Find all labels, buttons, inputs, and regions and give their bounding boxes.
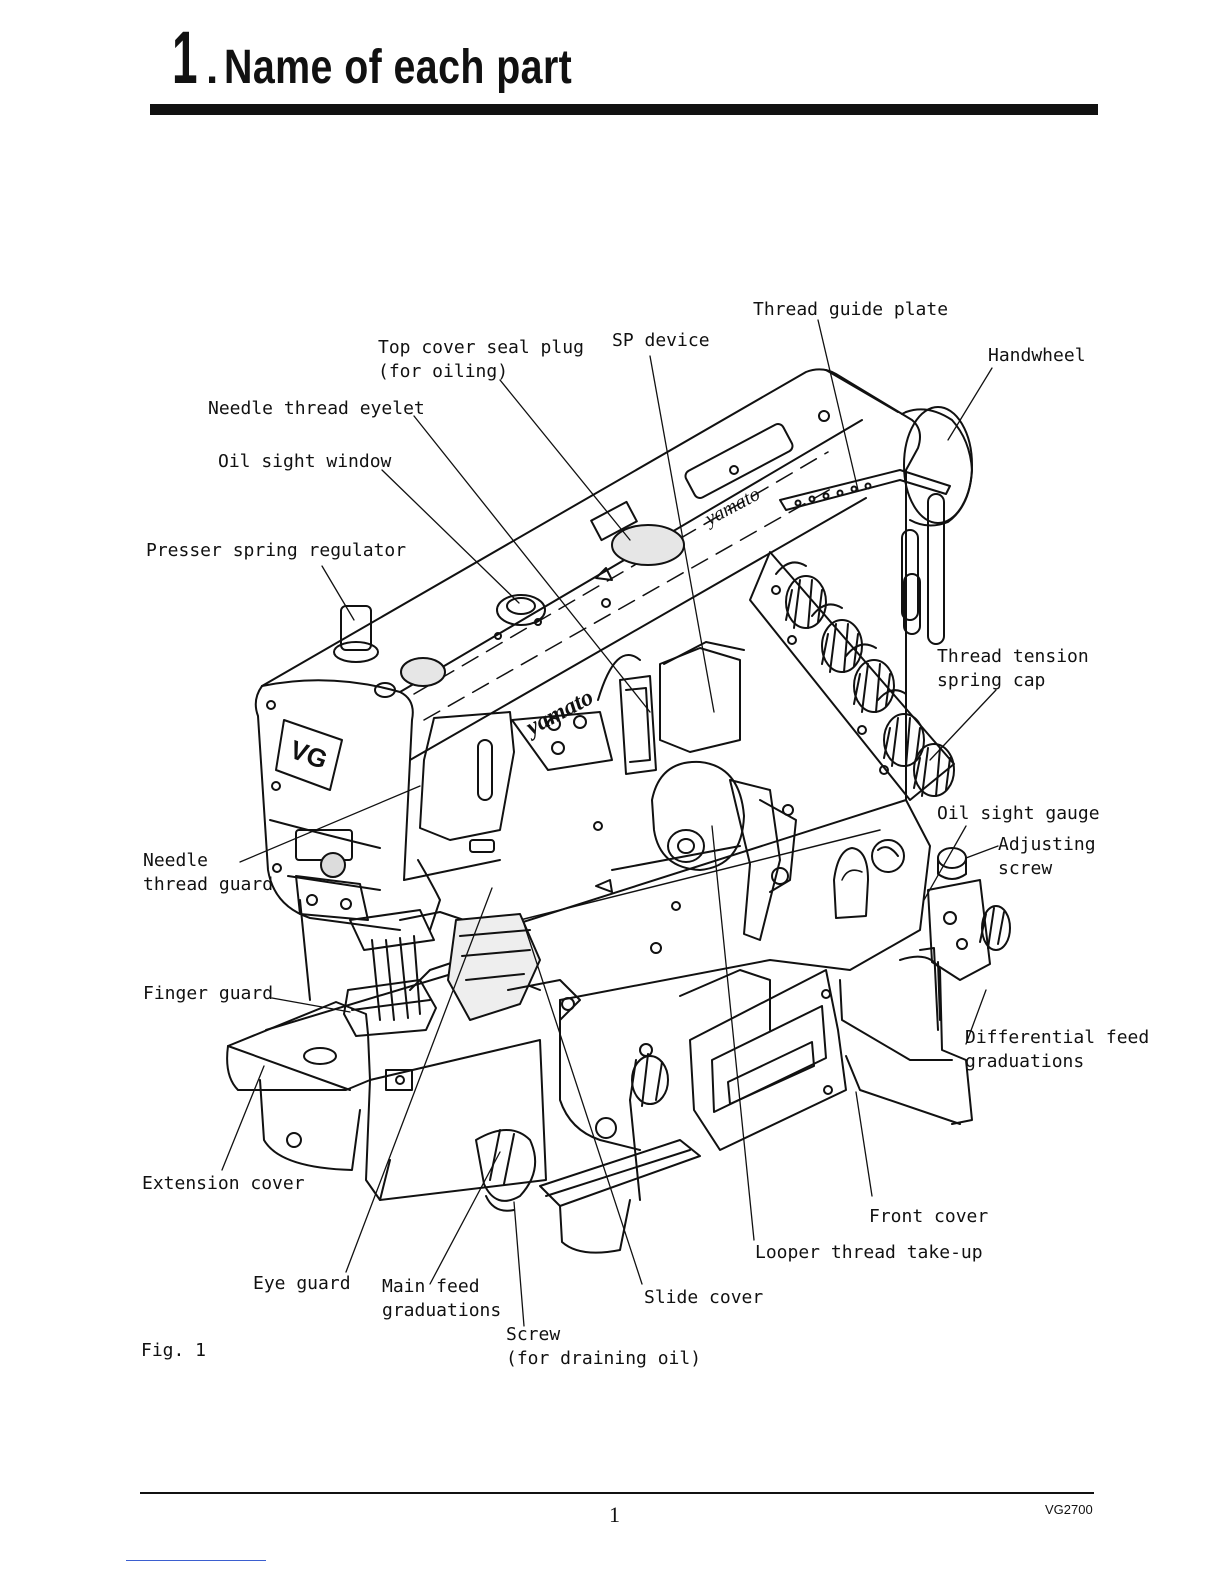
leader-oil-sight-window — [381, 469, 520, 604]
section-number: 1 — [172, 16, 198, 99]
label-finger-guard: Finger guard — [143, 983, 274, 1004]
label-looper-thread-take-up: Looper thread take-up — [755, 1242, 983, 1263]
looper-take-up — [651, 760, 797, 941]
face-brand-logo: yamato — [519, 684, 597, 742]
leader-eye-guard — [345, 887, 493, 1273]
thread-guide-plate — [779, 469, 951, 645]
face-plate — [275, 719, 369, 921]
page-number: 1 — [609, 1502, 620, 1527]
label-extension-cover: Extension cover — [142, 1173, 305, 1194]
label-adjusting-screw: Adjusting screw — [998, 834, 1096, 879]
label-presser-spring-regulator: Presser spring regulator — [146, 540, 407, 561]
figure-caption: Fig. 1 — [141, 1340, 207, 1361]
label-handwheel: Handwheel — [988, 345, 1086, 366]
leader-top-cover-seal-plug — [499, 379, 631, 541]
label-slide-cover: Slide cover — [644, 1287, 764, 1308]
finger-guard — [343, 911, 581, 1212]
title-rule — [150, 104, 1098, 115]
leader-looper-thread-take-up — [711, 825, 755, 1241]
leader-differential-feed — [965, 989, 987, 1045]
section-dot: . — [206, 44, 219, 93]
label-oil-sight-window: Oil sight window — [218, 451, 392, 472]
machine-arm — [254, 368, 921, 1001]
leader-lines — [221, 319, 999, 1327]
needle-mechanism — [349, 641, 745, 1021]
model-code: VG2700 — [1045, 1502, 1093, 1517]
tension-assembly — [749, 551, 955, 801]
label-screw-draining-oil: Screw (for draining oil) — [506, 1324, 702, 1369]
footer-rule — [140, 1492, 1094, 1494]
label-differential-feed-graduations: Differential feed graduations — [965, 1027, 1150, 1072]
label-main-feed-graduations: Main feed graduations — [382, 1276, 502, 1321]
label-top-cover-seal-plug: Top cover seal plug (for oiling) — [378, 337, 584, 382]
leader-adjusting-screw — [965, 845, 999, 859]
label-front-cover: Front cover — [869, 1206, 989, 1227]
slide-cover — [539, 1043, 701, 1254]
section-title: Name of each part — [224, 41, 573, 94]
leader-thread-guide-plate — [817, 319, 859, 491]
leader-needle-thread-eyelet — [413, 415, 651, 713]
label-oil-sight-gauge: Oil sight gauge — [937, 803, 1100, 824]
label-needle-thread-guard: Needle thread guard — [143, 850, 274, 895]
label-sp-device: SP device — [612, 330, 710, 351]
footer-link-underline — [126, 1560, 266, 1561]
leader-slide-cover — [521, 917, 643, 1285]
label-thread-guide-plate: Thread guide plate — [753, 299, 949, 320]
machine-bed — [497, 799, 973, 1201]
leader-needle-thread-guard — [239, 785, 421, 863]
oil-sight-gauge — [833, 839, 905, 919]
arm-brand-plate — [684, 423, 794, 499]
label-thread-tension-spring-cap: Thread tension spring cap — [937, 646, 1089, 691]
leader-oil-sight-gauge — [923, 825, 967, 901]
label-eye-guard: Eye guard — [253, 1273, 351, 1294]
leader-extension-cover — [221, 1065, 265, 1171]
page-title: 1.Name of each part — [172, 18, 649, 98]
leader-handwheel — [947, 367, 993, 441]
handwheel — [901, 406, 973, 527]
front-cover — [679, 969, 847, 1151]
leader-main-feed — [429, 1151, 501, 1285]
leader-finger-guard — [271, 997, 351, 1013]
label-needle-thread-eyelet: Needle thread eyelet — [208, 398, 425, 419]
tension-knob-row — [785, 575, 955, 797]
leader-sp-device — [649, 355, 715, 713]
leader-front-cover — [855, 1091, 873, 1197]
top-cover-parts — [266, 410, 830, 873]
arm-brand-logo: yamato — [700, 483, 764, 531]
vg-badge: VG — [286, 734, 332, 775]
leader-screw-draining — [513, 1201, 525, 1327]
leader-thread-tension-spring-cap — [929, 689, 997, 761]
leader-presser-spring-regulator — [321, 565, 355, 621]
